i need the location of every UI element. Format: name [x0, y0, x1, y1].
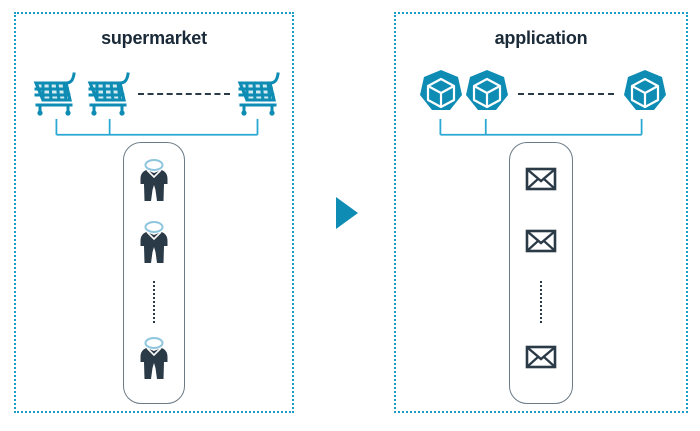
pod-cube-icon[interactable] — [414, 66, 468, 120]
envelope-icon[interactable] — [521, 157, 561, 203]
shopping-cart-icon[interactable] — [30, 66, 84, 120]
node-row-application — [396, 66, 686, 120]
panel-title-application: application — [494, 28, 588, 48]
pod-cube-icon[interactable] — [618, 66, 672, 120]
queue-ellipsis-supermarket — [153, 281, 155, 323]
customer-queue-box — [123, 142, 185, 404]
shopping-cart-icon[interactable] — [84, 66, 138, 120]
node-row-supermarket — [16, 66, 292, 120]
node-ellipsis-supermarket — [138, 93, 230, 95]
message-queue-box — [509, 142, 573, 404]
panel-title-supermarket: supermarket — [101, 28, 207, 48]
panel-application: application — [394, 12, 688, 413]
person-icon[interactable] — [134, 219, 174, 265]
envelope-icon[interactable] — [521, 335, 561, 381]
shopping-cart-icon[interactable] — [234, 66, 288, 120]
person-icon[interactable] — [134, 157, 174, 203]
analogy-arrow — [334, 196, 360, 230]
pod-cube-icon[interactable] — [460, 66, 514, 120]
person-icon[interactable] — [134, 335, 174, 381]
panel-supermarket: supermarket — [14, 12, 294, 413]
queue-ellipsis-application — [540, 281, 542, 323]
node-ellipsis-application — [518, 93, 614, 95]
envelope-icon[interactable] — [521, 219, 561, 265]
